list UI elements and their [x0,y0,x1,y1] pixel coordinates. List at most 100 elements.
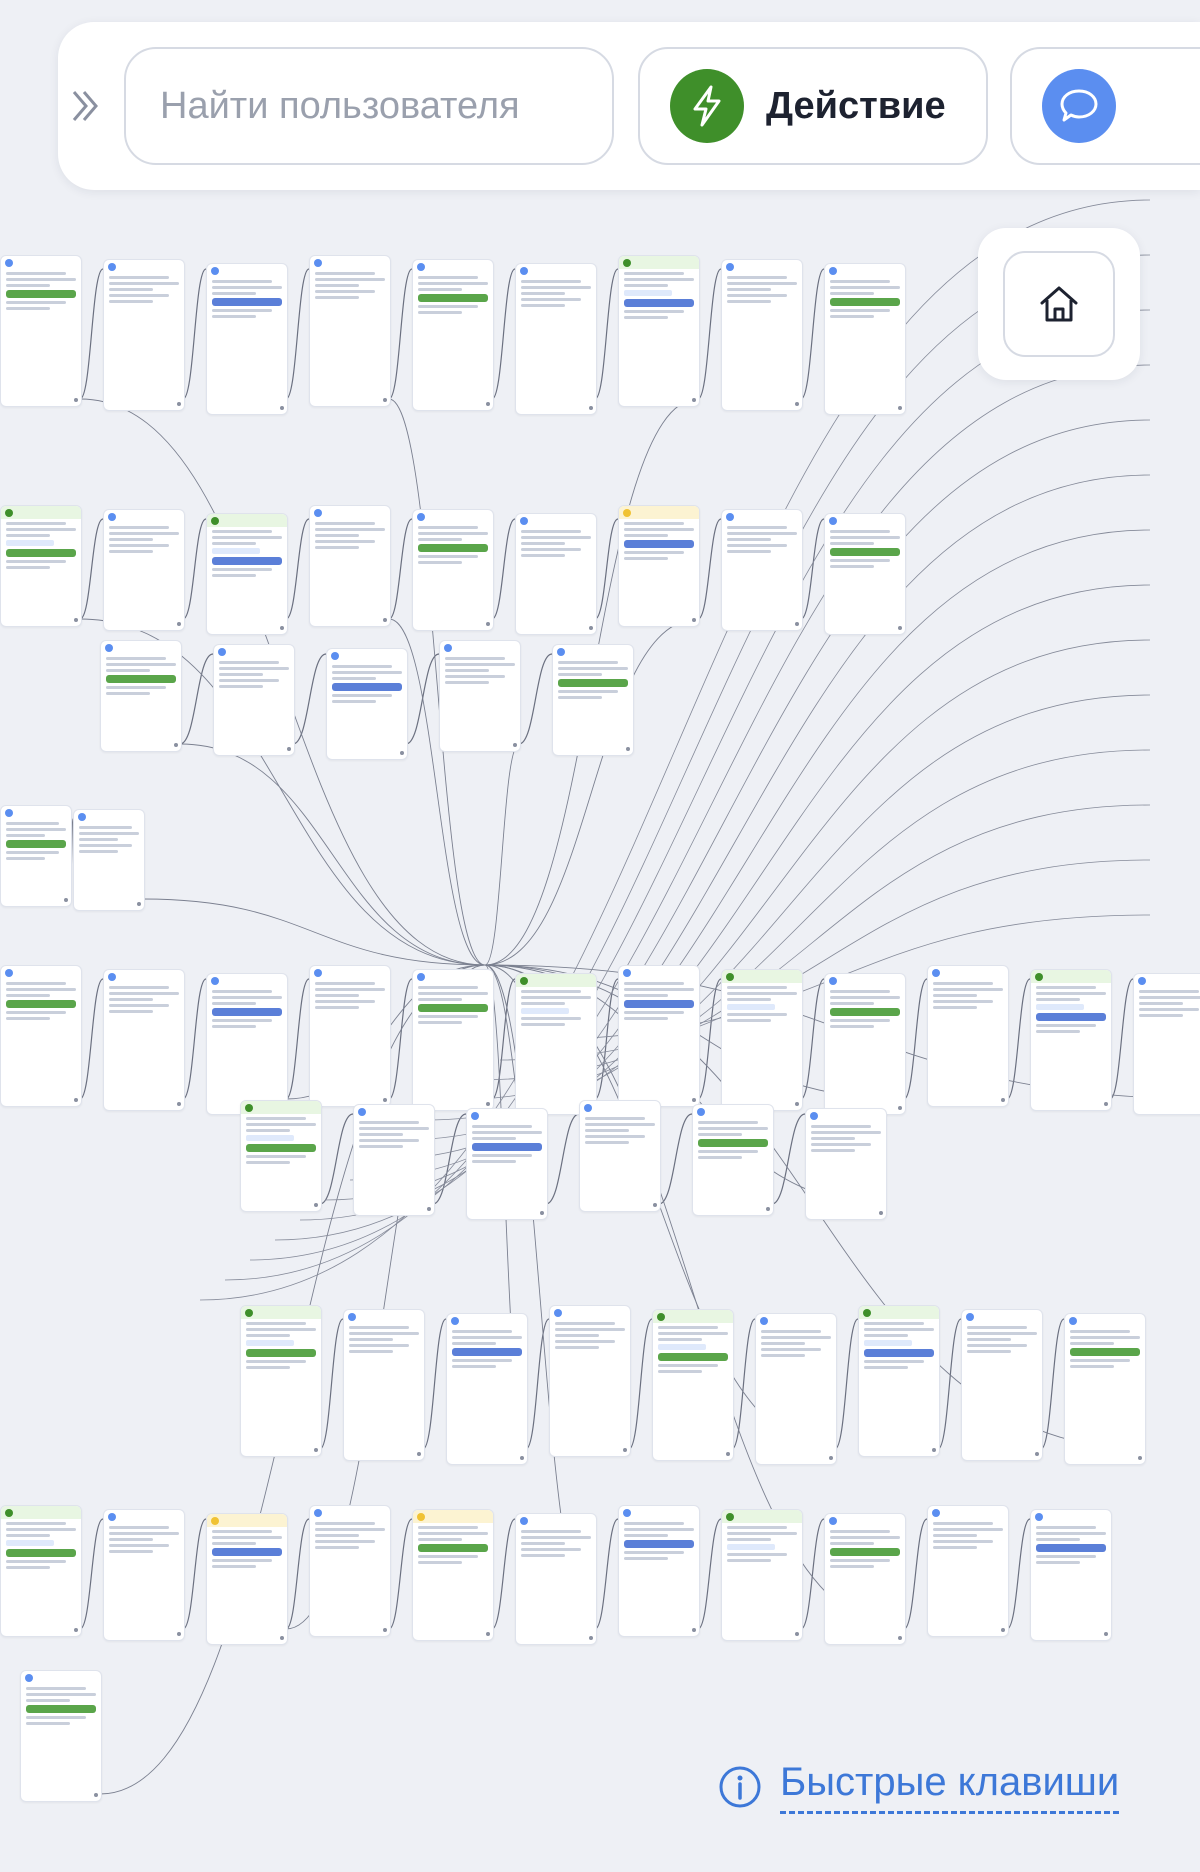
flow-node[interactable] [0,1505,82,1637]
connection-line [422,1318,447,1450]
flow-node[interactable] [0,805,72,907]
connection-line [697,1518,722,1630]
flow-node[interactable] [824,513,906,635]
flow-node[interactable] [103,969,185,1111]
connection-line [388,978,413,1100]
flow-node[interactable] [652,1309,734,1461]
connection-line [800,518,825,620]
user-search-input[interactable] [158,83,612,129]
connection-line [388,618,486,966]
flow-node[interactable] [100,640,182,752]
flow-node[interactable] [927,1505,1009,1637]
flow-node[interactable] [721,969,803,1111]
connection-line [628,1318,653,1450]
flow-node[interactable] [0,505,82,627]
connection-line [285,268,310,400]
flow-node[interactable] [515,973,597,1115]
keyboard-shortcuts-link[interactable]: Быстрые клавиши [718,1752,1120,1822]
flow-node[interactable] [309,255,391,407]
flow-node[interactable] [549,1305,631,1457]
flow-node[interactable] [412,969,494,1111]
connection-line [771,1113,806,1205]
flow-node[interactable] [73,809,145,911]
flow-node[interactable] [515,1513,597,1645]
flow-node[interactable] [412,1509,494,1641]
flow-node[interactable] [721,509,803,631]
flow-node[interactable] [309,505,391,627]
flow-node[interactable] [961,1309,1043,1461]
flow-node[interactable] [206,263,288,415]
flow-node[interactable] [721,1509,803,1641]
flow-node[interactable] [206,973,288,1115]
flow-node[interactable] [618,505,700,627]
flow-node[interactable] [618,1505,700,1637]
flow-node[interactable] [0,255,82,407]
flow-node[interactable] [552,644,634,756]
home-button[interactable] [1003,251,1115,357]
flow-node[interactable] [103,509,185,631]
flow-node[interactable] [618,965,700,1107]
flow-node[interactable] [618,255,700,407]
connection-line [1109,978,1134,1100]
flow-node[interactable] [240,1100,322,1212]
flow-node[interactable] [579,1100,661,1212]
connection-line [274,364,1151,1241]
flow-node[interactable] [824,973,906,1115]
message-button[interactable] [1010,47,1200,165]
user-search-field[interactable] [124,47,614,165]
flow-node[interactable] [755,1313,837,1465]
flow-node[interactable] [1030,969,1112,1111]
connection-line [525,1318,550,1450]
flow-node[interactable] [20,1670,102,1802]
flow-node[interactable] [343,1309,425,1461]
chat-bubble-icon [1042,69,1116,143]
flow-node[interactable] [103,1509,185,1641]
flow-node[interactable] [515,513,597,635]
connection-line [731,1318,756,1450]
flow-node[interactable] [824,1513,906,1645]
flow-node[interactable] [1133,973,1200,1115]
action-button[interactable]: Действие [638,47,988,165]
flow-node[interactable] [1030,1509,1112,1641]
flow-node[interactable] [927,965,1009,1107]
flow-node[interactable] [466,1108,548,1220]
flow-node[interactable] [515,263,597,415]
connection-line [594,1518,619,1630]
flow-node[interactable] [309,1505,391,1637]
flow-node[interactable] [446,1313,528,1465]
flow-node[interactable] [103,259,185,411]
flow-node[interactable] [439,640,521,752]
flow-node[interactable] [326,648,408,760]
home-icon [1040,286,1078,322]
collapse-sidebar-button[interactable] [68,84,102,128]
flow-node[interactable] [353,1104,435,1216]
flow-node[interactable] [692,1104,774,1216]
connection-line [79,978,104,1100]
connection-line [658,1113,693,1205]
flow-node[interactable] [0,965,82,1107]
connection-line [484,743,520,966]
connection-line [199,199,1151,1301]
double-chevron-right-icon [72,91,98,121]
flow-node[interactable] [213,644,295,756]
flow-node[interactable] [1064,1313,1146,1465]
connection-line [182,1518,207,1630]
flow-node[interactable] [858,1305,940,1457]
flow-node[interactable] [412,259,494,411]
flow-node[interactable] [412,509,494,631]
connection-line [484,618,699,966]
connection-line [903,978,928,1100]
connection-line [79,618,486,966]
connection-line [800,1518,825,1630]
flow-node[interactable] [721,259,803,411]
connection-line [491,268,516,400]
flow-node[interactable] [240,1305,322,1457]
flow-node[interactable] [206,1513,288,1645]
flow-node[interactable] [805,1108,887,1220]
flow-node[interactable] [309,965,391,1107]
flow-node[interactable] [206,513,288,635]
connection-line [594,518,619,620]
connection-line [518,653,553,745]
flow-node[interactable] [824,263,906,415]
